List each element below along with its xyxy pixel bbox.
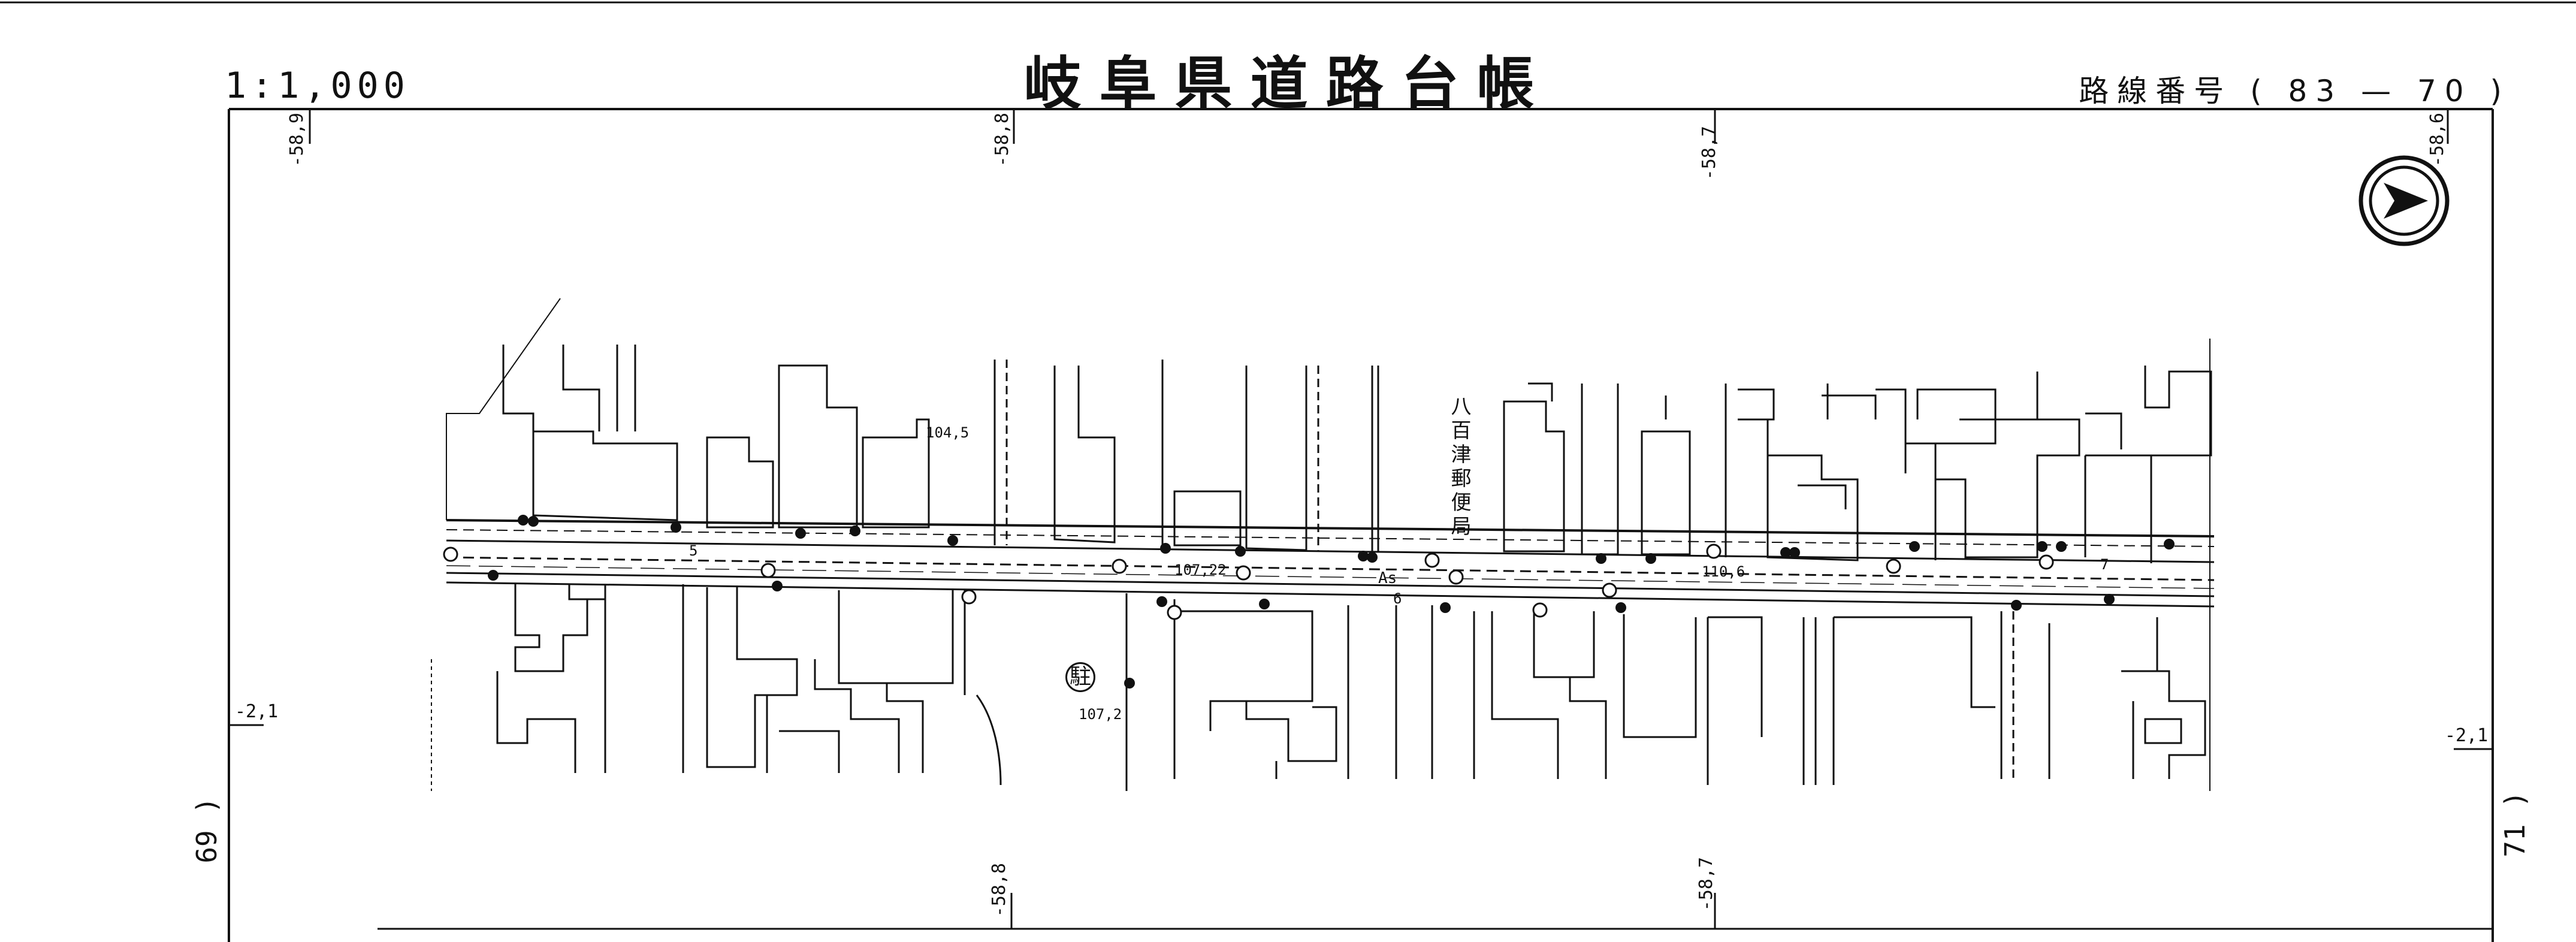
road bbox=[431, 298, 2215, 791]
grid-tick-top: -58,7 bbox=[1699, 126, 1720, 180]
road-markers-hollow bbox=[443, 544, 2054, 620]
grid-tick-top: -58,6 bbox=[2427, 113, 2448, 167]
map-title: 岐阜県道路台帳 bbox=[1023, 50, 1553, 117]
parking-symbol: 駐 bbox=[1065, 662, 1095, 692]
buildings-south bbox=[496, 584, 2206, 791]
north-arrow-icon bbox=[2358, 155, 2450, 246]
adjacent-sheet-right: 71 ) bbox=[2499, 791, 2531, 858]
elevation-label: 107,2 bbox=[1079, 706, 1122, 723]
adjacent-sheet-left: 69 ) bbox=[191, 797, 223, 864]
buildings-north bbox=[502, 345, 2212, 563]
elevation-label: 110,6 bbox=[1702, 563, 1745, 580]
grid-tick-bottom: -58,7 bbox=[1696, 857, 1717, 911]
kilometer-post-label: 5 bbox=[689, 542, 698, 559]
road-surface-label: As bbox=[1378, 569, 1397, 587]
elevation-label: 107,22 bbox=[1174, 561, 1227, 578]
grid-tick-left: -2,1 bbox=[235, 701, 279, 722]
grid-tick-right: -2,1 bbox=[2445, 725, 2489, 746]
grid-tick-top: -58,9 bbox=[286, 113, 307, 167]
grid-tick-top: -58,8 bbox=[992, 113, 1013, 167]
scale-label: 1:1,000 bbox=[225, 65, 410, 107]
kilometer-post-label: 6 bbox=[1393, 590, 1402, 607]
post-office-label: 八百津郵便局 bbox=[1447, 395, 1471, 539]
road-markers bbox=[488, 515, 2175, 689]
kilometer-post-label: 7 bbox=[2100, 556, 2109, 573]
elevation-label: 104,5 bbox=[926, 424, 970, 441]
grid-tick-bottom: -58,8 bbox=[989, 863, 1010, 917]
route-number: 路線番号 ( 83 — 70 ) bbox=[2079, 74, 2510, 108]
